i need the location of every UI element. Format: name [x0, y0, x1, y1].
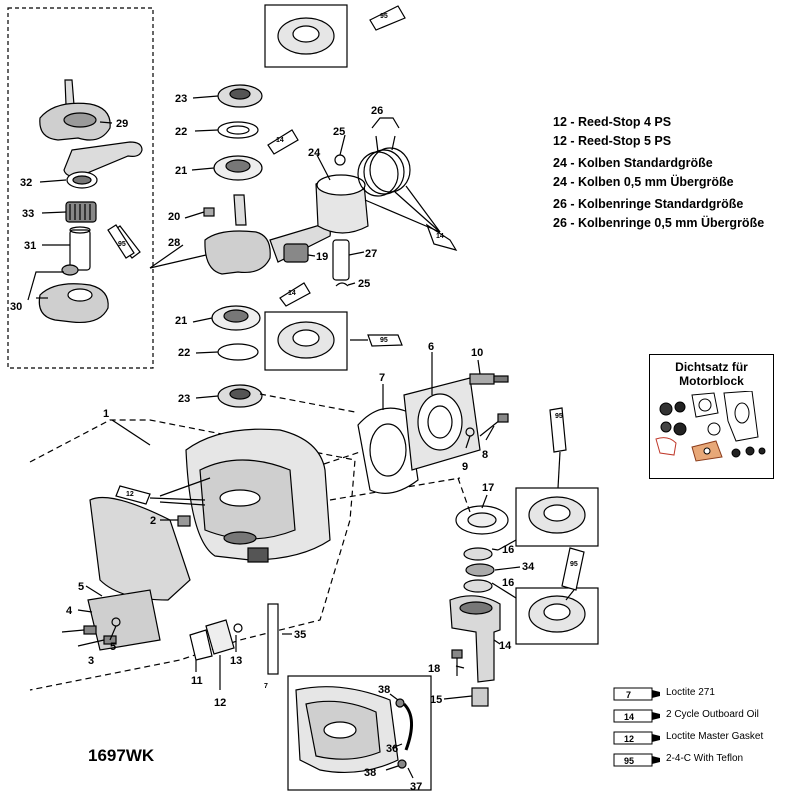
callout-34: 34: [522, 561, 535, 573]
parts-list-item: 12 - Reed-Stop 4 PS: [553, 115, 672, 129]
tube-label-95: 95: [118, 241, 126, 248]
callout-12: 12: [214, 697, 226, 709]
callout-7: 7: [379, 372, 385, 384]
callout-15: 15: [430, 694, 442, 706]
legend-label: 2 Cycle Outboard Oil: [666, 709, 759, 720]
callout-27: 27: [365, 248, 377, 260]
callout-26: 26: [371, 105, 383, 117]
legend-code: 14: [624, 712, 634, 722]
callout-38b: 38: [364, 767, 376, 779]
callout-33: 33: [22, 208, 34, 220]
callout-1: 1: [103, 408, 109, 420]
callout-18: 18: [428, 663, 440, 675]
tube-icon: 7: [613, 687, 660, 701]
gasket-kit-title-line1: Dichtsatz für: [675, 360, 748, 374]
callout-17: 17: [482, 482, 494, 494]
lower-unit-assembly: [267, 407, 599, 707]
tube-label-7: 7: [264, 683, 268, 690]
parts-list-item: 24 - Kolben 0,5 mm Übergröße: [553, 174, 734, 189]
parts-list-item: 26 - Kolbenringe 0,5 mm Übergröße: [553, 215, 765, 230]
seal-inset-top: [264, 4, 406, 68]
callout-23b: 23: [178, 393, 190, 405]
legend-code: 12: [624, 734, 634, 744]
legend-row: 14 2 Cycle Outboard Oil: [612, 706, 800, 726]
tube-icon: 12: [613, 731, 660, 745]
legend-row: 7 Loctite 271: [612, 684, 800, 704]
legend-code: 7: [626, 690, 631, 700]
callout-16b: 16: [502, 577, 514, 589]
callout-14: 14: [499, 640, 512, 652]
callout-5a: 5: [78, 581, 84, 593]
parts-list-item: 26 - Kolbenringe Standardgröße: [553, 197, 744, 211]
callout-21b: 21: [175, 315, 187, 327]
callout-4: 4: [66, 605, 73, 617]
callout-29: 29: [116, 118, 128, 130]
callout-20: 20: [168, 211, 180, 223]
callout-13: 13: [230, 655, 242, 667]
legend-code: 95: [624, 756, 634, 766]
seal-inset-mid: [264, 311, 403, 371]
gasket-kit-title: Dichtsatz für Motorblock: [650, 360, 773, 388]
tube-label-95: 95: [380, 13, 388, 20]
callout-8: 8: [482, 449, 488, 461]
legend-row: 95 2-4-C With Teflon: [612, 750, 800, 770]
callout-2: 2: [150, 515, 156, 527]
tube-label-14: 14: [436, 233, 444, 240]
callout-6: 6: [428, 341, 434, 353]
gasket-kit-title-line2: Motorblock: [679, 374, 744, 388]
crankshaft-assembly: [27, 84, 458, 408]
callout-36: 36: [386, 743, 398, 755]
legend-label: 2-4-C With Teflon: [666, 753, 744, 764]
tube-label-95: 95: [555, 413, 563, 420]
cover-assembly: [259, 352, 509, 494]
callout-25a: 25: [333, 126, 345, 138]
callout-9: 9: [462, 461, 468, 473]
callout-38a: 38: [378, 684, 390, 696]
callout-19: 19: [316, 251, 328, 263]
gasket-kit-box: Dichtsatz für Motorblock: [649, 354, 774, 479]
callout-35: 35: [294, 629, 306, 641]
lubricant-legend: 7 Loctite 271 14 2 Cycle Outboard Oil 12…: [612, 684, 800, 772]
legend-label: Loctite Master Gasket: [666, 731, 764, 742]
crankshaft-inset: [7, 7, 154, 369]
callout-24: 24: [308, 147, 321, 159]
parts-variant-list: 12 - Reed-Stop 4 PS 12 - Reed-Stop 5 PS …: [553, 113, 764, 232]
callout-22b: 22: [178, 347, 190, 359]
callout-31: 31: [24, 240, 36, 252]
callout-25b: 25: [358, 278, 370, 290]
legend-label: Loctite 271: [666, 687, 715, 698]
tube-label-12: 12: [126, 491, 134, 498]
tube-label-14: 14: [276, 137, 284, 144]
parts-list-item: 12 - Reed-Stop 5 PS: [553, 133, 672, 148]
callout-30: 30: [10, 301, 22, 313]
callout-37: 37: [410, 781, 422, 793]
tube-icon: 95: [613, 753, 660, 767]
crankcase-block: [29, 419, 461, 691]
legend-row: 12 Loctite Master Gasket: [612, 728, 800, 748]
tube-label-95: 95: [570, 561, 578, 568]
callout-22a: 22: [175, 126, 187, 138]
callout-3: 3: [88, 655, 94, 667]
callout-11: 11: [191, 675, 203, 687]
tube-label-14: 14: [288, 290, 296, 297]
callout-5b: 5: [110, 641, 116, 653]
model-code: 1697WK: [88, 746, 155, 765]
callout-16a: 16: [502, 544, 514, 556]
callout-32: 32: [20, 177, 32, 189]
callout-10: 10: [471, 347, 483, 359]
tube-label-95: 95: [380, 337, 388, 344]
gasket-kit-illustration: [655, 391, 766, 462]
callout-28: 28: [168, 237, 180, 249]
parts-list-item: 24 - Kolben Standardgröße: [553, 156, 713, 170]
callout-23a: 23: [175, 93, 187, 105]
callout-21a: 21: [175, 165, 187, 177]
bottom-inset: [287, 675, 432, 791]
tube-icon: 14: [613, 709, 660, 723]
